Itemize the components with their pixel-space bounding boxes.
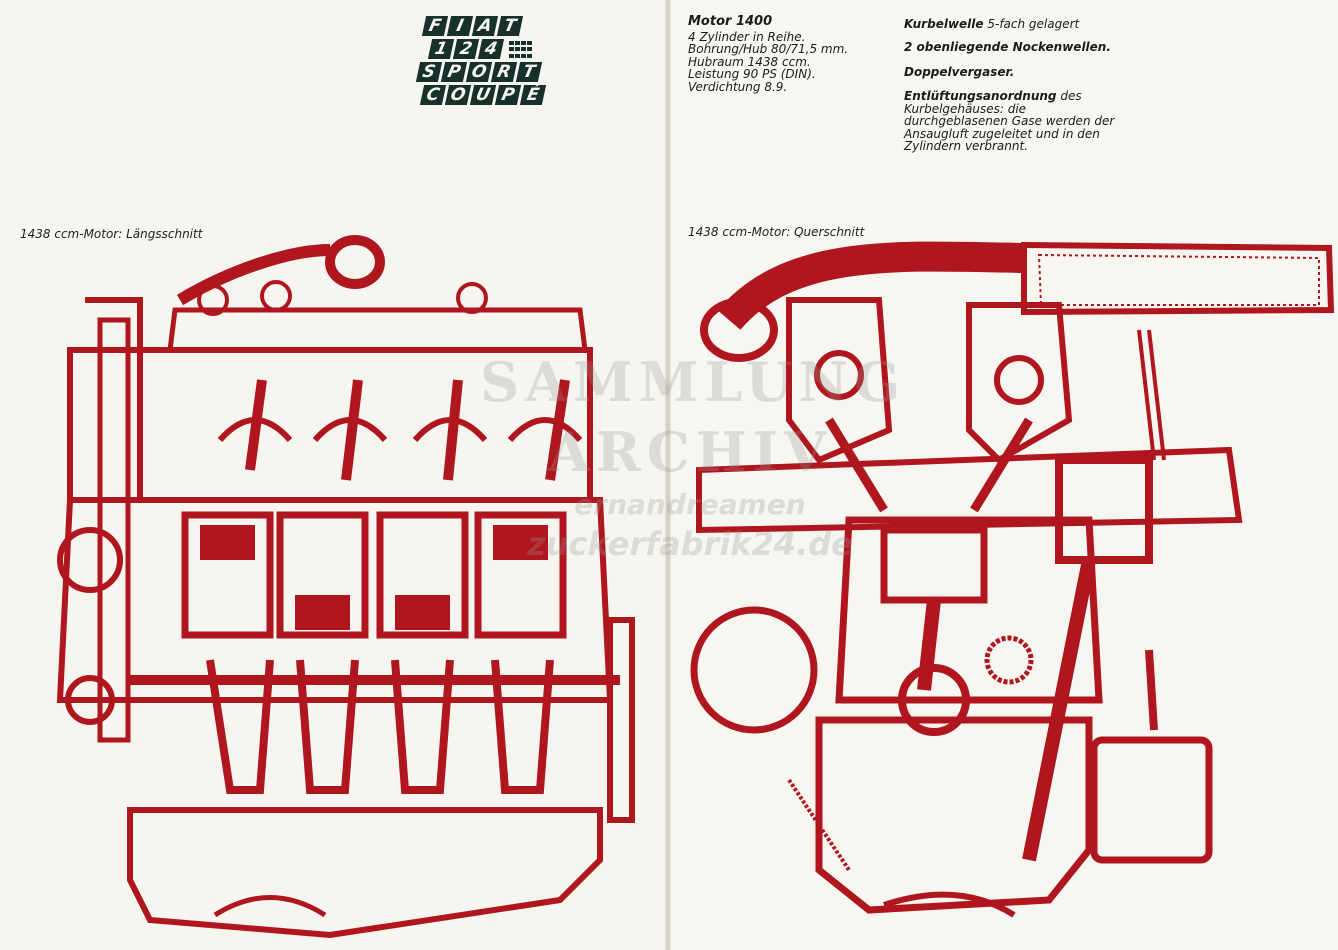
spec-line: Verdichtung 8.9. (688, 79, 788, 94)
feature-carburettor: Doppelvergaser. (904, 66, 1124, 79)
ventilation-line: Kurbelgehäuses: die (904, 101, 1027, 116)
ventilation-des: des (1056, 89, 1082, 103)
spec-line: Leistung 90 PS (DIN). (688, 67, 816, 81)
feature-ventilation: Entlüftungsanordnung des Kurbelgehäuses:… (904, 90, 1124, 153)
spec-line: Hubraum 1438 ccm. (688, 54, 811, 69)
checker-icon (509, 41, 532, 59)
ventilation-label: Entlüftungsanordnung (904, 89, 1057, 103)
right-page (669, 0, 1338, 950)
right-caption: 1438 ccm-Motor: Querschnitt (688, 225, 865, 239)
cross-section-drawing (690, 241, 1335, 918)
page-fold (665, 0, 671, 950)
spec-line: 4 Zylinder in Reihe. (688, 29, 806, 44)
ventilation-line: durchgeblasenen Gase werden der (904, 114, 1115, 128)
camshafts-label: 2 obenliegende Nockenwellen. (904, 40, 1111, 54)
ventilation-line: Zylindern verbrannt. (904, 139, 1029, 153)
left-caption: 1438 ccm-Motor: Längsschnitt (20, 227, 203, 241)
feature-camshafts: 2 obenliegende Nockenwellen. (904, 41, 1124, 54)
spec-line: Bohrung/Hub 80/71,5 mm. (688, 42, 849, 56)
feature-crankshaft: Kurbelwelle 5-fach gelagert (904, 18, 1124, 31)
ventilation-line: Ansaugluft zugeleitet und in den (904, 126, 1100, 141)
crankshaft-label: Kurbelwelle (904, 17, 984, 31)
longitudinal-section-drawing (56, 235, 635, 939)
crankshaft-detail: 5-fach gelagert (983, 17, 1080, 31)
carburettor-label: Doppelvergaser. (904, 65, 1015, 79)
engine-specs: Motor 1400 4 Zylinder in Reihe. Bohrung/… (688, 14, 849, 94)
specs-title: Motor 1400 (688, 14, 773, 29)
